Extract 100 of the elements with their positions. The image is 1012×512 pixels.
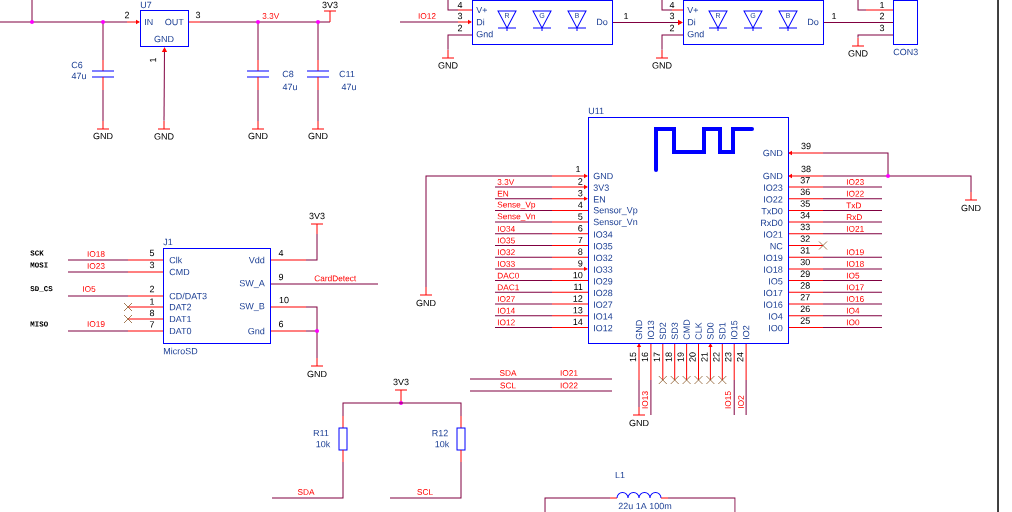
pin-number: 2 — [879, 12, 885, 20]
net-label: CardDetect — [313, 274, 358, 283]
pin-name: IO18 — [764, 266, 783, 273]
net-label: IO17 — [847, 284, 864, 291]
net-label: SDA — [499, 370, 517, 376]
pin-number: 1 — [149, 57, 157, 62]
pin-name: SD1 — [719, 322, 726, 340]
net-label: IO12 — [497, 319, 515, 326]
pin-number: 18 — [665, 352, 672, 362]
pin-name: V+ — [476, 6, 487, 14]
pin-name: IO14 — [594, 313, 613, 320]
ground-label: GND — [308, 132, 328, 140]
ground-label: GND — [307, 370, 327, 378]
pin-number: 34 — [800, 212, 810, 219]
pin-number: 2 — [578, 178, 583, 185]
pin-number: 2 — [669, 24, 675, 32]
pin-number: 9 — [278, 273, 284, 281]
pin-number: 16 — [641, 352, 649, 362]
component-label: L1 — [615, 471, 625, 479]
pin-name: CMD — [169, 268, 190, 276]
net-label: IO0 — [847, 319, 860, 326]
value-label: 47u — [282, 83, 297, 91]
ground-label: GND — [416, 299, 436, 307]
pin-name: OUT — [165, 18, 184, 26]
pin-number: 14 — [573, 318, 583, 325]
net-label: IO35 — [497, 237, 515, 244]
pin-number: 6 — [578, 225, 583, 232]
pin-number: 3 — [879, 24, 885, 32]
net-label: IO34 — [497, 225, 515, 232]
power-label: 3V3 — [322, 1, 338, 9]
value-label: 22u 1A 100m — [618, 502, 672, 510]
pin-number: 3 — [195, 11, 201, 19]
pin-number: 3 — [669, 12, 675, 20]
value-label: 47u — [71, 72, 86, 80]
pin-number: 35 — [800, 200, 810, 207]
net-label: IO19 — [847, 249, 864, 256]
pin-number: 1 — [880, 1, 885, 9]
pin-name: IO17 — [764, 289, 783, 297]
pin-number: 21 — [701, 352, 708, 362]
pin-number: 12 — [573, 295, 583, 302]
pin-number: 10 — [279, 296, 289, 304]
pin-name: TxD0 — [761, 207, 783, 215]
pin-number: 5 — [149, 249, 155, 257]
value-label: 10k — [435, 440, 450, 448]
pin-name: IO35 — [594, 243, 613, 250]
pin-number: 9 — [578, 260, 583, 267]
pin-name: IO19 — [764, 254, 783, 262]
pin-name: IO28 — [594, 289, 613, 297]
component-label: U11 — [588, 107, 604, 115]
pin-number: 1 — [576, 165, 581, 173]
component-label: CON3 — [893, 48, 918, 56]
wire — [612, 20, 683, 25]
pin-number: 2 — [149, 285, 155, 293]
pin-number: 4 — [278, 249, 284, 257]
pin-number: 1 — [624, 12, 629, 20]
pin-number: 10 — [573, 271, 583, 279]
net-label: 3.3V — [497, 179, 515, 185]
pin-name: SD3 — [671, 322, 678, 340]
pin-number: 19 — [677, 352, 684, 362]
ground-label: GND — [93, 132, 113, 140]
value-label: 10k — [316, 440, 331, 448]
pin-number: 1 — [150, 298, 155, 305]
pin-number: 3 — [149, 261, 155, 269]
component-label: R11 — [313, 429, 329, 437]
net-label: IO5 — [83, 286, 96, 292]
pin-number: 26 — [800, 305, 810, 313]
pin-number: 23 — [725, 352, 732, 362]
pin-number: 38 — [801, 165, 811, 173]
ground-label: GND — [248, 132, 268, 140]
net-label: DAC1 — [497, 284, 519, 291]
net-label: IO18 — [87, 251, 105, 257]
pin-number: 22 — [713, 352, 720, 362]
component-label: C6 — [71, 61, 83, 69]
wire — [447, 34, 473, 51]
pin-number: 31 — [800, 247, 810, 254]
pin-number: 8 — [578, 248, 583, 255]
wire — [162, 47, 167, 122]
pin-name: IO0 — [769, 324, 783, 332]
component-label: MicroSD — [163, 347, 198, 355]
pin-name: IO32 — [594, 254, 613, 262]
pin-number: 2 — [457, 24, 463, 32]
pin-number: 4 — [669, 1, 675, 9]
wire — [857, 34, 894, 39]
pin-name: GND — [763, 149, 783, 157]
pin-number: 28 — [800, 282, 810, 289]
pin-number: 7 — [578, 236, 583, 244]
pin-name: EN — [593, 196, 605, 203]
net-label: IO12 — [418, 13, 436, 19]
pin-number: 6 — [278, 320, 284, 328]
net-label: SCL — [417, 489, 433, 495]
pin-number: 32 — [800, 235, 810, 242]
pin-number: 33 — [800, 223, 810, 231]
net-label: IO5 — [847, 272, 860, 279]
pin-name: GND — [593, 172, 613, 180]
pin-number: 2 — [124, 11, 130, 19]
pin-number: 3 — [578, 190, 583, 197]
component-label: U7 — [140, 1, 152, 9]
net-label: 3.3V — [262, 13, 280, 19]
net-label: DAC0 — [497, 272, 519, 279]
pin-name: SD2 — [659, 322, 666, 340]
